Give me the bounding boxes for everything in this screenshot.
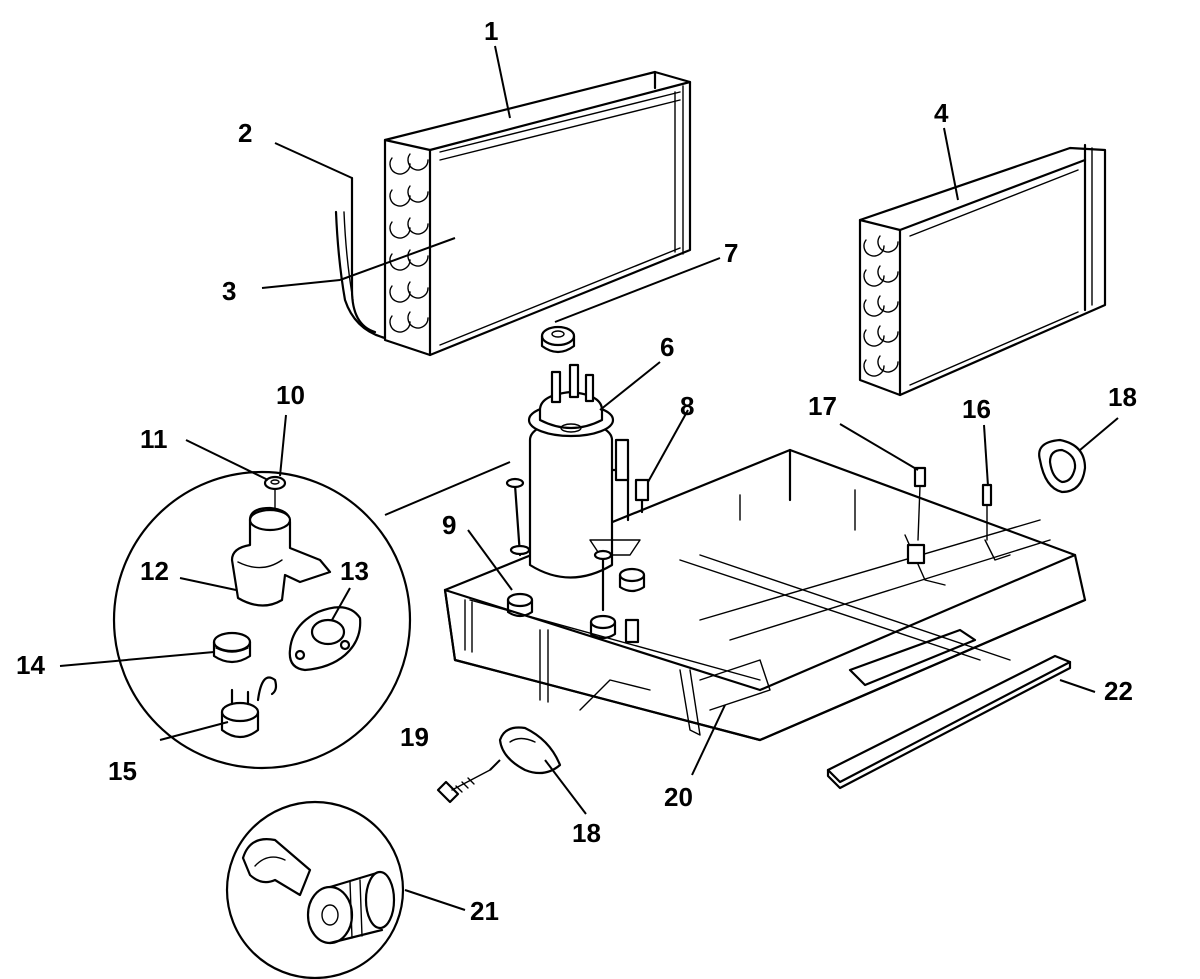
callout-22: 22 xyxy=(1104,676,1133,706)
part-19-screw xyxy=(436,759,501,804)
callout-20: 20 xyxy=(664,782,693,812)
callout-14: 14 xyxy=(16,650,45,680)
base-pan xyxy=(443,448,1087,742)
callout-12: 12 xyxy=(140,556,169,586)
callout-18-lower: 18 xyxy=(572,818,601,848)
callout-11: 11 xyxy=(140,424,168,454)
callout-21: 21 xyxy=(470,896,499,926)
part-18-grommet-right xyxy=(1038,438,1087,494)
detail-circle-21 xyxy=(225,800,405,979)
callout-15: 15 xyxy=(108,756,137,786)
callout-labels: 1 2 3 4 6 7 8 9 10 11 12 13 14 15 16 17 … xyxy=(16,16,1137,926)
callout-10: 10 xyxy=(276,380,305,410)
callout-4: 4 xyxy=(934,98,949,128)
callout-19: 19 xyxy=(400,722,429,752)
part-6-compressor xyxy=(527,363,641,579)
callout-2: 2 xyxy=(238,118,252,148)
part-4-condenser-coil xyxy=(858,143,1107,397)
callout-8: 8 xyxy=(680,391,694,421)
leader-lines xyxy=(59,45,1119,911)
detail-circle-overload-assembly xyxy=(112,461,511,770)
callout-18-right: 18 xyxy=(1108,382,1137,412)
callout-16: 16 xyxy=(962,394,991,424)
callout-6: 6 xyxy=(660,332,674,362)
part-9-mounting-hardware xyxy=(505,477,646,644)
part-7-grommet xyxy=(540,325,576,354)
callout-1: 1 xyxy=(484,16,498,46)
part-18-grommet-lower xyxy=(498,726,562,775)
part-2-3-sensor-tubes xyxy=(334,176,387,340)
callout-7: 7 xyxy=(724,238,738,268)
callout-3: 3 xyxy=(222,276,236,306)
callout-13: 13 xyxy=(340,556,369,586)
part-22-filter-strip xyxy=(826,654,1072,790)
part-1-evaporator-coil xyxy=(383,70,692,357)
callout-9: 9 xyxy=(442,510,456,540)
part-8-bolt xyxy=(634,478,650,514)
callout-17: 17 xyxy=(808,391,837,421)
